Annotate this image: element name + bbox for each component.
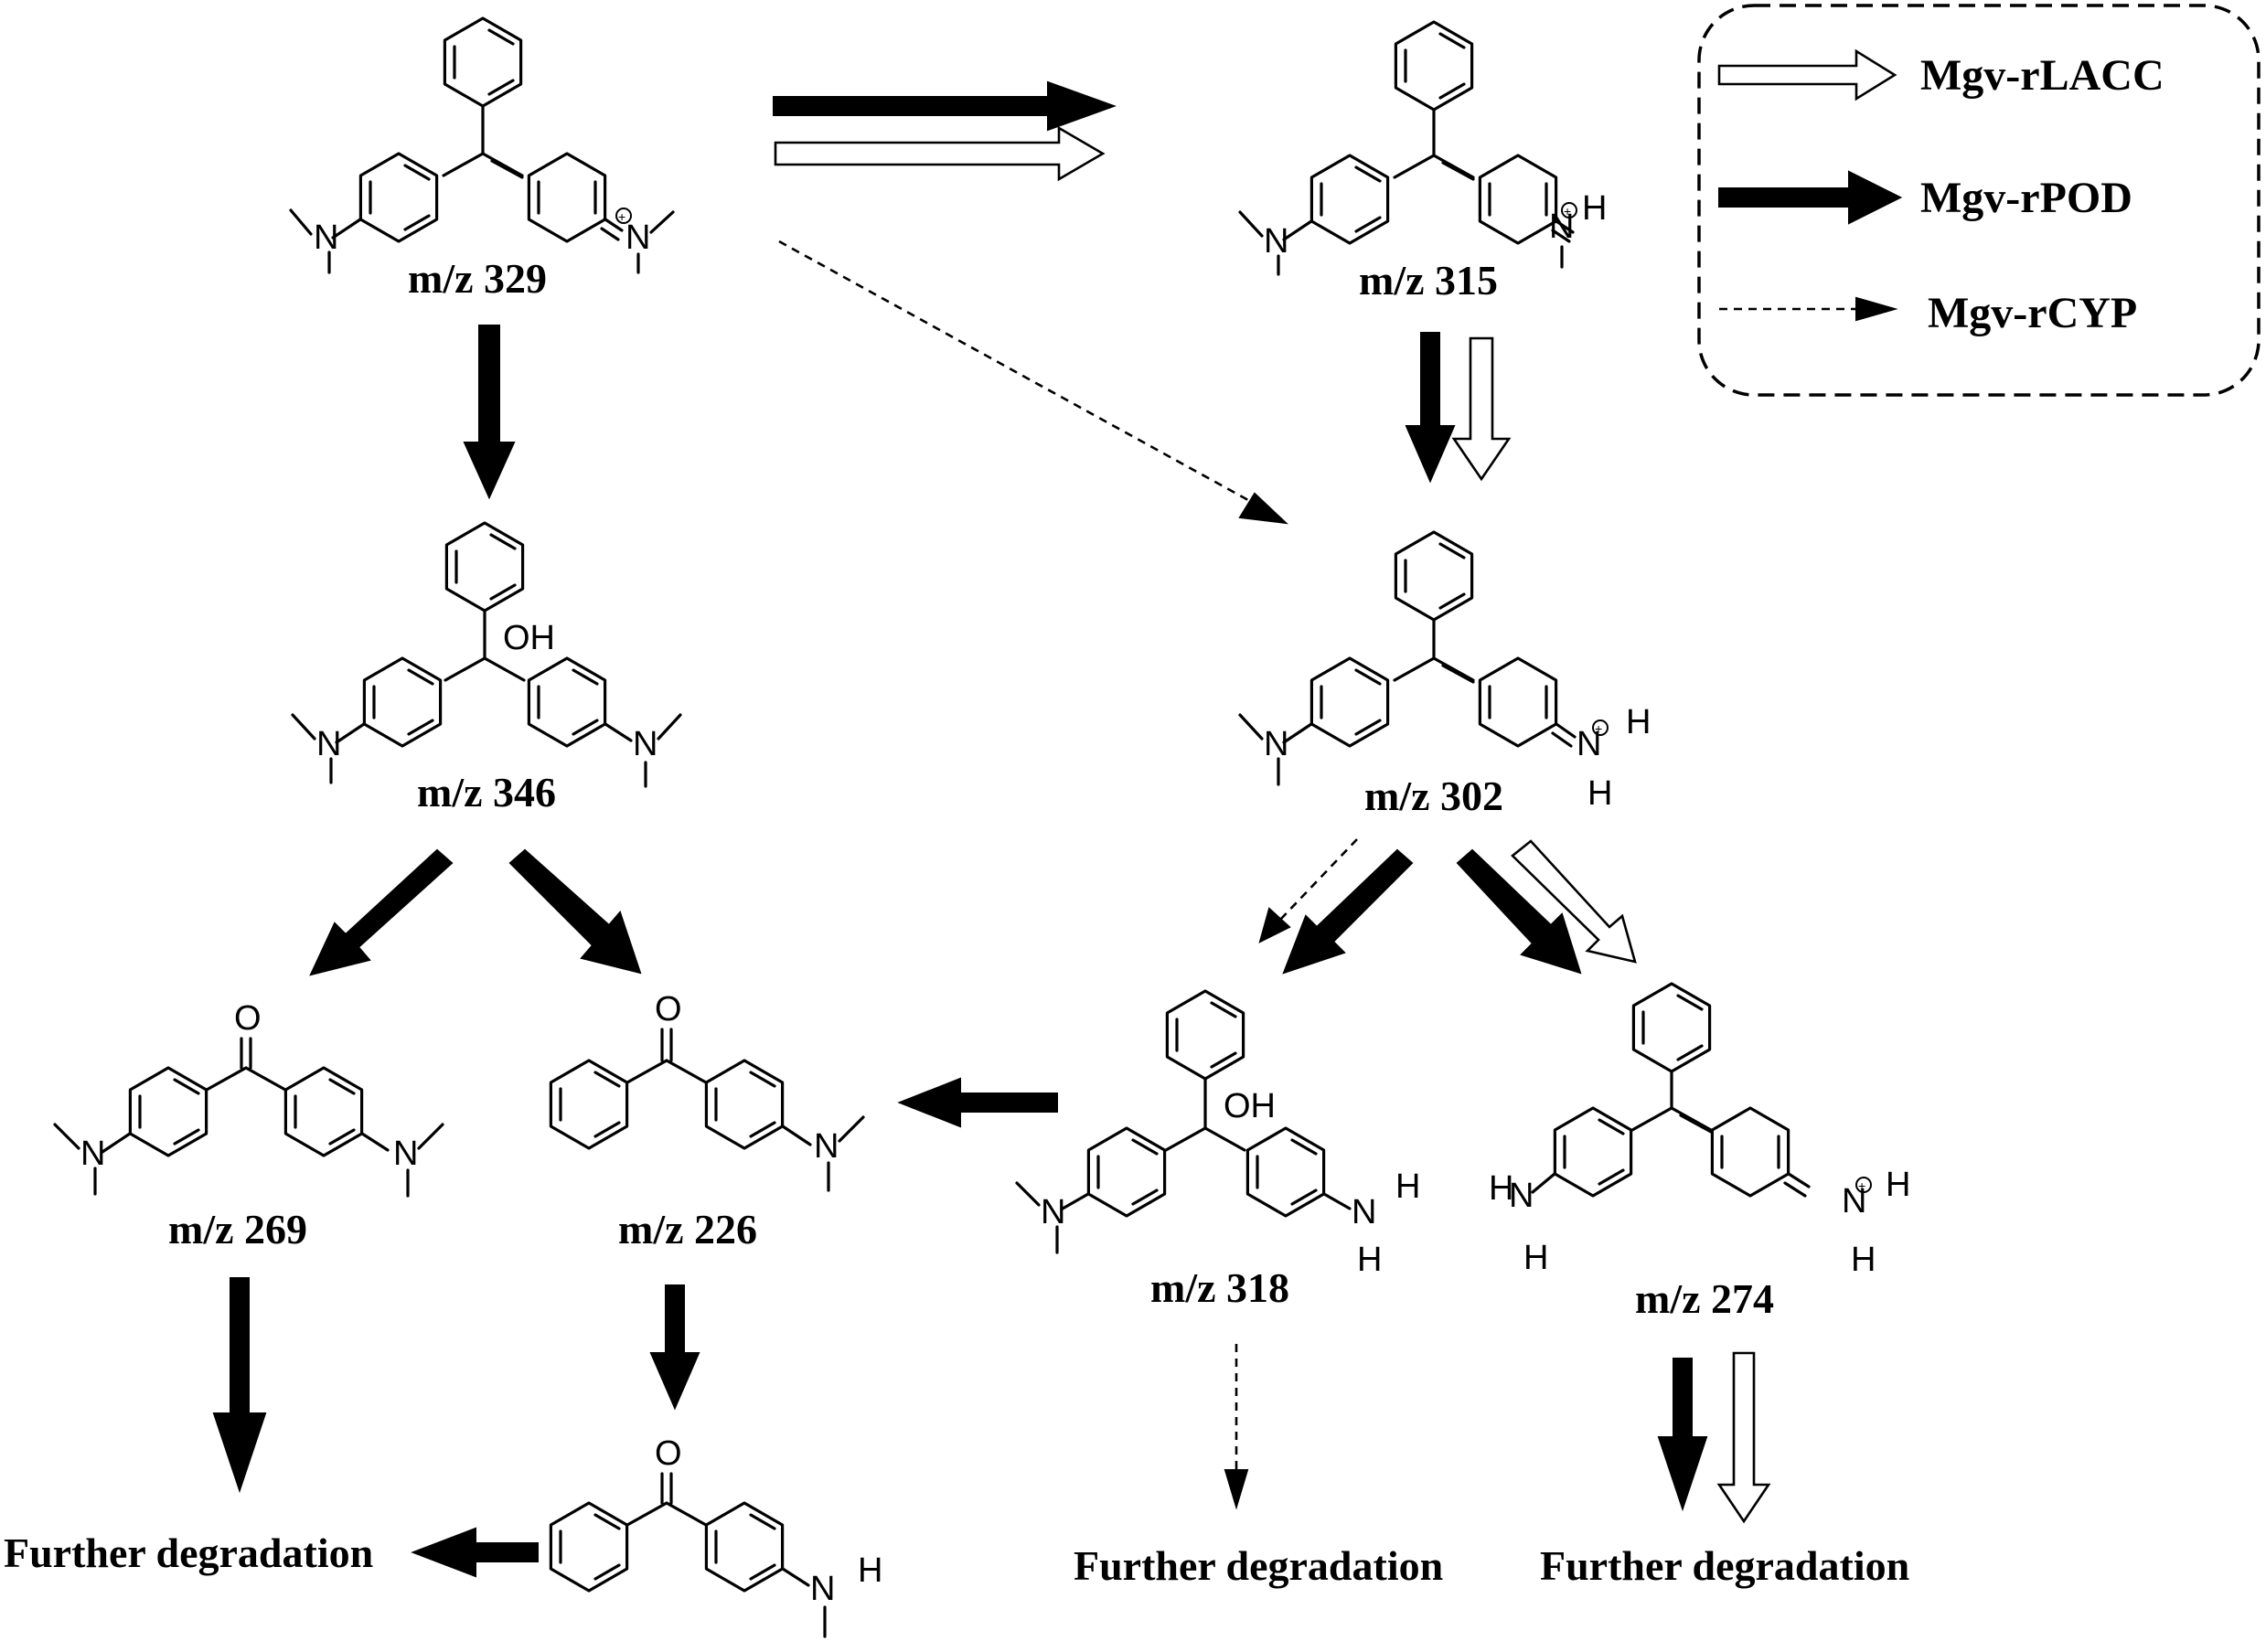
svg-text:H: H (1489, 1169, 1513, 1208)
arrow-318-226-pod (897, 1077, 1058, 1128)
svg-text:N: N (1264, 725, 1288, 763)
arrow-315-302-pod (1405, 332, 1456, 484)
svg-text:N: N (316, 725, 341, 763)
arrow-269-further-pod (212, 1277, 267, 1494)
compound-315: N N + H m/z 315 (1238, 20, 1607, 304)
compound-318: OH N N H H m/z 318 (1015, 989, 1420, 1311)
svg-text:N: N (314, 218, 338, 257)
svg-text:+: + (1595, 721, 1602, 736)
legend-label-pod: Mgv-rPOD (1920, 174, 2132, 222)
svg-text:N: N (1549, 208, 1574, 246)
arrow-302-274-pod (1456, 848, 1582, 975)
svg-text:+: + (1858, 1178, 1865, 1193)
arrow-302-318-pod (1282, 848, 1414, 975)
endpoint-right: Further degradation (1540, 1542, 1909, 1589)
label-274: m/z 274 (1635, 1275, 1774, 1322)
legend-open-arrow (1717, 48, 1897, 101)
svg-text:N: N (1264, 222, 1288, 261)
legend-dashed-arrowhead (1855, 296, 1898, 322)
label-302: m/z 302 (1364, 773, 1503, 819)
legend-frame (1697, 4, 2261, 397)
compound-274: N H H N + H H m/z 274 (1489, 982, 1910, 1322)
svg-text:N: N (814, 1127, 839, 1166)
svg-text:H: H (1523, 1239, 1548, 1277)
label-315: m/z 315 (1359, 257, 1498, 304)
arrow-274-further-pod (1657, 1358, 1708, 1512)
svg-text:+: + (618, 209, 625, 224)
label-346: m/z 346 (417, 769, 556, 815)
svg-text:OH: OH (1224, 1087, 1276, 1125)
arrow-226-amino-pod (649, 1284, 700, 1411)
label-329: m/z 329 (408, 255, 547, 302)
arrow-302-274-lacc (1511, 839, 1637, 964)
compound-269: O N N m/z 269 (53, 999, 444, 1252)
label-318: m/z 318 (1150, 1264, 1289, 1311)
compound-329: N N + m/z 329 (289, 16, 675, 302)
arrow-329-315-lacc (774, 125, 1106, 182)
svg-text:H: H (1851, 1241, 1876, 1279)
svg-text:N: N (633, 725, 657, 763)
arrow-315-302-lacc (1451, 336, 1512, 482)
arrow-274-further-lacc (1716, 1351, 1771, 1524)
svg-text:N: N (810, 1570, 835, 1608)
compound-aminobenzophenone: O N H (549, 1434, 882, 1638)
endpoint-middle: Further degradation (1074, 1542, 1443, 1589)
svg-text:N: N (1509, 1177, 1534, 1215)
svg-text:O: O (234, 999, 262, 1038)
svg-text:H: H (1582, 189, 1607, 228)
svg-text:O: O (655, 990, 682, 1029)
svg-text:N: N (1352, 1193, 1376, 1231)
compound-302: N N + H H m/z 302 (1238, 530, 1651, 819)
arrow-329-302-cyp (778, 240, 1257, 506)
svg-text:N: N (1577, 725, 1601, 763)
legend-solid-arrow (1718, 170, 1903, 225)
svg-text:H: H (1395, 1167, 1420, 1206)
legend-label-lacc: Mgv-rLACC (1920, 51, 2164, 100)
svg-text:H: H (1587, 774, 1612, 813)
svg-text:N: N (1842, 1182, 1866, 1220)
svg-text:H: H (1357, 1241, 1382, 1279)
svg-text:+: + (1564, 204, 1571, 218)
endpoint-left: Further degradation (4, 1529, 373, 1576)
legend: Mgv-rLACC Mgv-rPOD Mgv-rCYP (1697, 4, 2261, 397)
arrow-346-226-pod (508, 848, 642, 975)
arrow-302-318-cyp (1279, 838, 1358, 921)
arrow-329-315-pod (773, 80, 1117, 132)
svg-text:H: H (1886, 1166, 1910, 1204)
svg-text:O: O (655, 1434, 682, 1473)
svg-text:H: H (1626, 703, 1651, 741)
arrow-329-346-pod (463, 325, 516, 500)
label-226: m/z 226 (618, 1206, 757, 1252)
svg-text:OH: OH (503, 619, 555, 657)
compound-226: O N m/z 226 (549, 990, 865, 1252)
compound-346: OH N N m/z 346 (291, 521, 682, 815)
svg-text:N: N (1041, 1193, 1065, 1231)
svg-text:N: N (625, 218, 650, 257)
legend-label-cyp: Mgv-rCYP (1928, 289, 2137, 337)
svg-text:H: H (858, 1551, 882, 1590)
svg-text:N: N (80, 1135, 105, 1173)
label-269: m/z 269 (168, 1206, 307, 1252)
arrow-amino-further-pod (411, 1527, 539, 1578)
arrow-346-269-pod (309, 848, 454, 976)
svg-text:N: N (393, 1135, 418, 1173)
